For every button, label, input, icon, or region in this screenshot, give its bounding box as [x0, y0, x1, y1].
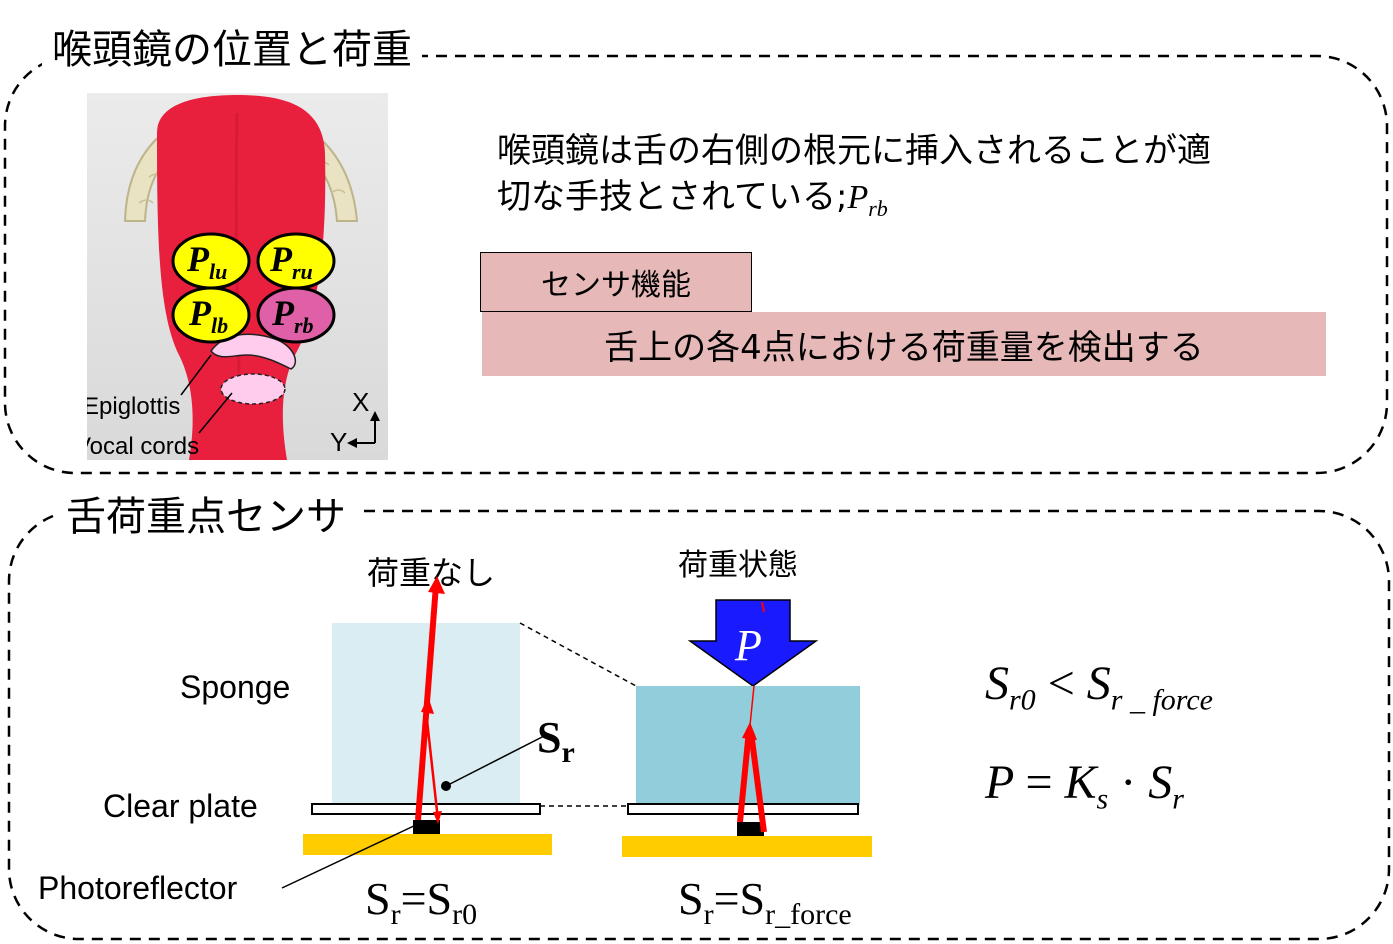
ray-loaded-reflect [748, 731, 767, 833]
point-rb-label: Prb [272, 293, 314, 339]
point-ru-label: Pru [270, 239, 313, 285]
base-left [303, 834, 552, 855]
point-lb-marker [171, 286, 251, 344]
left-equation: Sr=Sr0 [365, 873, 478, 932]
vocal-cords-label: Vocal cords [87, 433, 200, 460]
epiglottis-label: Epiglottis [87, 393, 181, 420]
photoreflector-label: Photoreflector [38, 870, 238, 906]
point-rb-marker [256, 286, 336, 344]
clear-plate-label: Clear plate [103, 788, 258, 824]
sponge-label: Sponge [180, 669, 291, 705]
formula-force: P = Ks · Sr [985, 756, 1184, 816]
epiglottis-shape [210, 333, 296, 370]
no-load-label: 荷重なし [367, 554, 496, 592]
top-section-title: 喉頭鏡の位置と荷重 [42, 30, 422, 70]
right-equation: Sr=Sr_force [678, 873, 852, 932]
load-label: 荷重状態 [678, 548, 798, 583]
top-section-frame [3, 54, 1389, 475]
axis-x-label: X [352, 387, 370, 417]
photoreflector-left [413, 820, 440, 835]
description-line-1: 喉頭鏡は舌の右側の根元に挿入されることが適 [497, 131, 1211, 171]
point-lb-label: Plb [189, 293, 229, 339]
force-arrow [687, 599, 819, 687]
sr-label: Sr [537, 713, 575, 769]
base-right [622, 836, 872, 857]
point-lu-label: Plu [187, 239, 228, 285]
tongue-model-illustration [123, 95, 380, 460]
axis-y-label: Y [330, 427, 348, 457]
sensor-function-text: 舌上の各4点における荷重量を検出する [482, 312, 1326, 376]
formula-comparison: Sr0 < Sr _ force [985, 657, 1213, 717]
description-line-2: 切な手技とされている;Prb [497, 177, 888, 221]
photoreflector-right [737, 822, 764, 837]
sensor-function-label: センサ機能 [480, 252, 752, 312]
tongue-model-photo: Plu Pru Plb Prb Epiglottis Vocal cords X… [87, 93, 388, 460]
clear-plate-left [311, 803, 541, 815]
force-symbol: P [735, 621, 762, 670]
ray-no-load-reflect [425, 719, 440, 821]
ray-loaded-up [737, 729, 752, 823]
bottom-section-title: 舌荷重点センサ [56, 497, 356, 537]
vocal-cords-shape [220, 373, 286, 405]
sr-pointer-line [445, 733, 549, 787]
